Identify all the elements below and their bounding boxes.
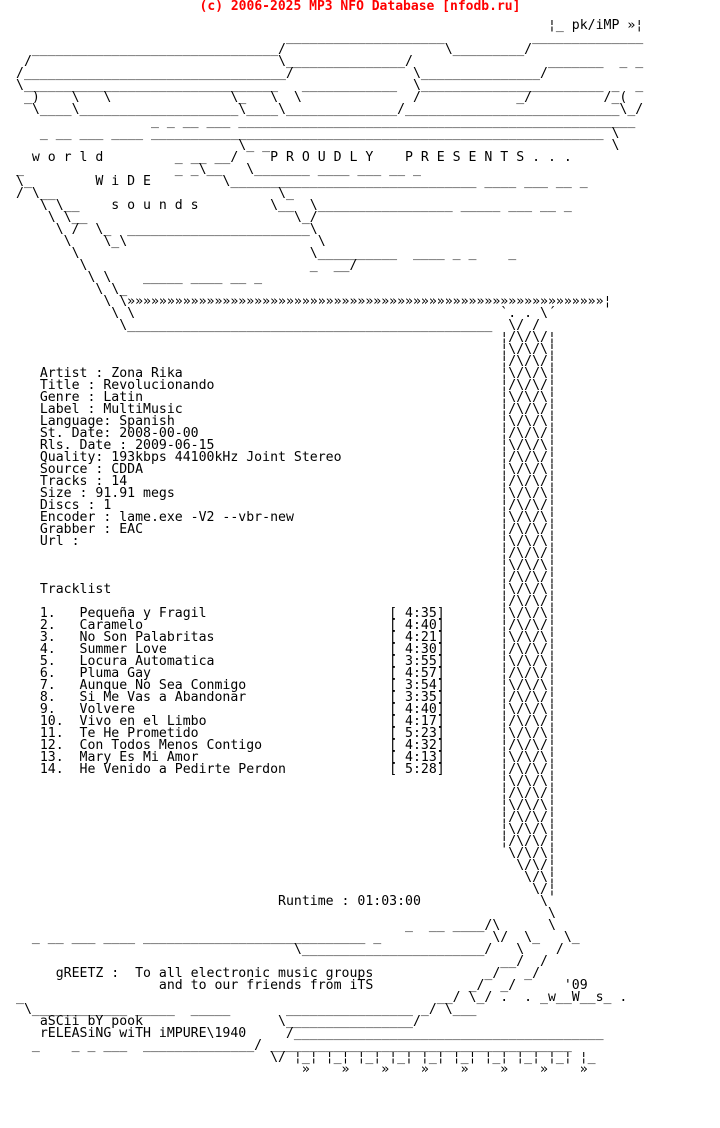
nfo-line: St. Date: 2008-00-00 ¦/\/\/¦ <box>16 426 556 441</box>
nfo-line: _ __ ___ ____ __________________________… <box>16 930 580 945</box>
nfo-line: \ \_ <box>16 282 128 297</box>
nfo-line: \_______________________________________… <box>16 318 541 333</box>
nfo-line: Title : Revolucionando ¦/\/\/¦ <box>16 378 556 393</box>
nfo-line: 3. No Son Palabritas [ 4:21] ¦\/\/\¦ <box>16 630 556 645</box>
nfo-line: _ __/ \_/ . . _w__W__s_ . <box>16 990 628 1005</box>
nfo-line: \/\¦ <box>16 870 556 885</box>
nfo-line: ¦/\/\/¦ <box>16 786 556 801</box>
nfo-line: ¦/\/\/¦ <box>16 546 556 561</box>
nfo-line: 2. Caramelo [ 4:40] ¦/\/\/¦ <box>16 618 556 633</box>
nfo-line: Source : CDDA ¦\/\/\¦ <box>16 462 556 477</box>
nfo-line: ¦/\/\/¦ <box>16 354 556 369</box>
nfo-line: __/ / <box>16 954 548 969</box>
nfo-line: _ _ _ ___ ______________/ ______________… <box>16 1038 572 1053</box>
nfo-line: 12. Con Todos Menos Contigo [ 4:32] ¦/\/… <box>16 738 556 753</box>
nfo-line: \____________ _____ _____ ______________… <box>16 1002 477 1017</box>
nfo-line: / \_______________/ _______ _ _ <box>16 54 644 69</box>
nfo-line: ¦/\/\/¦ <box>16 810 556 825</box>
nfo-line: 4. Summer Love [ 4:30] ¦/\/\/¦ <box>16 642 556 657</box>
nfo-line: \/ ¦_¦ ¦_¦ ¦_¦ ¦_¦ ¦_¦ ¦_¦ ¦_¦ ¦_¦ ¦_¦ ¦… <box>16 1050 596 1065</box>
nfo-line: 10. Vivo en el Limbo [ 4:17] ¦/\/\/¦ <box>16 714 556 729</box>
nfo-line: ¦\/\/\¦ <box>16 342 556 357</box>
nfo-line: \ <box>16 906 556 921</box>
nfo-line: 14. He Venido a Pedirte Perdon [ 5:28] ¦… <box>16 762 556 777</box>
nfo-line: Quality: 193kbps 44100kHz Joint Stereo ¦… <box>16 450 556 465</box>
nfodb-banner: (c) 2006-2025 MP3 NFO Database [nfodb.ru… <box>199 0 521 14</box>
nfo-line: 8. Si Me Vas a Abandonar [ 3:35] ¦/\/\/¦ <box>16 690 556 705</box>
nfo-line: \ / \_ _______________________\ <box>16 222 318 237</box>
nfo-line: ¦\/\/\¦ <box>16 774 556 789</box>
nfo-line: _ __ ____/\ \ <box>16 918 556 933</box>
nfo-line: » » » » » » » » <box>16 1062 588 1077</box>
nfo-line: \/¦ <box>16 882 556 897</box>
nfo-line: Genre : Latin ¦\/\/\¦ <box>16 390 556 405</box>
nfo-line: ¦\/\/\¦ <box>16 558 556 573</box>
nfo-line: 6. Pluma Gay [ 4:57] ¦/\/\/¦ <box>16 666 556 681</box>
nfo-line: _ _ _\__ \_______ ____ ___ __ _ <box>16 162 421 177</box>
nfo-line: \_ _ \ <box>16 138 620 153</box>
nfo-line: ¦_ pk/iMP »¦ <box>16 18 644 33</box>
nfo-line: 11. Te He Prometido [ 5:23] ¦\/\/\¦ <box>16 726 556 741</box>
nfo-line: Grabber : EAC ¦/\/\/¦ <box>16 522 556 537</box>
nfo-line: 5. Locura Automatica [ 3:55] ¦\/\/\¦ <box>16 654 556 669</box>
nfo-line: \ \__ s o u n d s \__ \_________________… <box>16 198 572 213</box>
nfo-line: \ _ __/ <box>16 258 358 273</box>
nfo-line: 13. Mary Es Mi Amor [ 4:13] ¦\/\/\¦ <box>16 750 556 765</box>
nfo-line: gREETZ : To all electronic music groups … <box>16 966 541 981</box>
nfo-line: _ __ ___ ____ __________________________… <box>16 126 620 141</box>
nfo-line: Size : 91.91 megs ¦\/\/\¦ <box>16 486 556 501</box>
nfo-line: \________________________________ ______… <box>16 78 644 93</box>
nfo-line: /_________________________________/ \___… <box>16 66 548 81</box>
nfo-line: 9. Volvere [ 4:40] ¦\/\/\¦ <box>16 702 556 717</box>
nfo-line: \/\/¦ <box>16 858 556 873</box>
nfo-line: \_______________________/ \ / <box>16 942 564 957</box>
nfo-line: ¦/\/\/¦ <box>16 570 556 585</box>
nfo-line: _ _ __ ___ _____________________________… <box>16 114 636 129</box>
nfo-line: aSCii bY pook \________________/ <box>16 1014 453 1029</box>
nfo-line: \_ W i D E \____________________________… <box>16 174 588 189</box>
nfo-line: ¦/\/\/¦ <box>16 834 556 849</box>
nfo-line: Language: Spanish ¦\/\/\¦ <box>16 414 556 429</box>
nfo-line: Url : ¦\/\/\¦ <box>16 534 556 549</box>
nfo-line: \/\/\¦ <box>16 846 556 861</box>
nfo-line: ¦\/\/\¦ <box>16 798 556 813</box>
nfo-line: _______________________________/ \______… <box>16 42 533 57</box>
nfo-line: \ \__ \_/ <box>16 210 318 225</box>
nfo-line: \ \_\ \ <box>16 234 326 249</box>
nfo-line: Artist : Zona Rika ¦\/\/\¦ <box>16 366 556 381</box>
nfo-line: \ \__________ ____ _ _ _ <box>16 246 517 261</box>
nfo-line: Encoder : lame.exe -V2 --vbr-new ¦\/\/\¦ <box>16 510 556 525</box>
nfo-line: 7. Aunque No Sea Conmigo [ 3:54] ¦\/\/\¦ <box>16 678 556 693</box>
nfo-line: / \__ \_ <box>16 186 294 201</box>
nfo-line: Tracklist ¦\/\/\¦ <box>16 582 556 597</box>
nfo-line: rELEASiNG wiTH iMPURE\1940 /____________… <box>16 1026 604 1041</box>
nfo-line: _) \ \ \_ \ \ / _/ /_( <box>16 90 628 105</box>
nfo-line: Tracks : 14 ¦/\/\/¦ <box>16 474 556 489</box>
nfo-line: w o r l d _ __ __/ P R O U D L Y P R E S… <box>16 150 572 165</box>
nfo-line: Label : MultiMusic ¦/\/\/¦ <box>16 402 556 417</box>
nfo-line: \____\____________________\____\________… <box>16 102 644 117</box>
nfo-line: ____________________ ______________ <box>16 30 644 45</box>
nfo-ascii-text: ¦_ pk/iMP »¦ ____________________ ______… <box>16 18 644 1077</box>
nfo-line: and to our friends from iTS _/ _/ '09 <box>16 978 588 993</box>
nfo-line: \ \»»»»»»»»»»»»»»»»»»»»»»»»»»»»»»»»»»»»»… <box>16 294 612 309</box>
nfo-line: ¦\/\/\¦ <box>16 822 556 837</box>
nfo-line: \ \ _____ ____ __ _ <box>16 270 263 285</box>
nfo-line: Rls. Date : 2009-06-15 ¦\/\/\¦ <box>16 438 556 453</box>
nfo-line: \ \ `. . \´ <box>16 306 556 321</box>
nfo-line: ¦/\/\/¦ <box>16 330 556 345</box>
nfo-line: Runtime : 01:03:00 \ <box>16 894 548 909</box>
nfo-line: ¦/\/\/¦ <box>16 594 556 609</box>
nfo-line: Discs : 1 ¦/\/\/¦ <box>16 498 556 513</box>
nfo-line: 1. Pequeña y Fragil [ 4:35] ¦\/\/\¦ <box>16 606 556 621</box>
